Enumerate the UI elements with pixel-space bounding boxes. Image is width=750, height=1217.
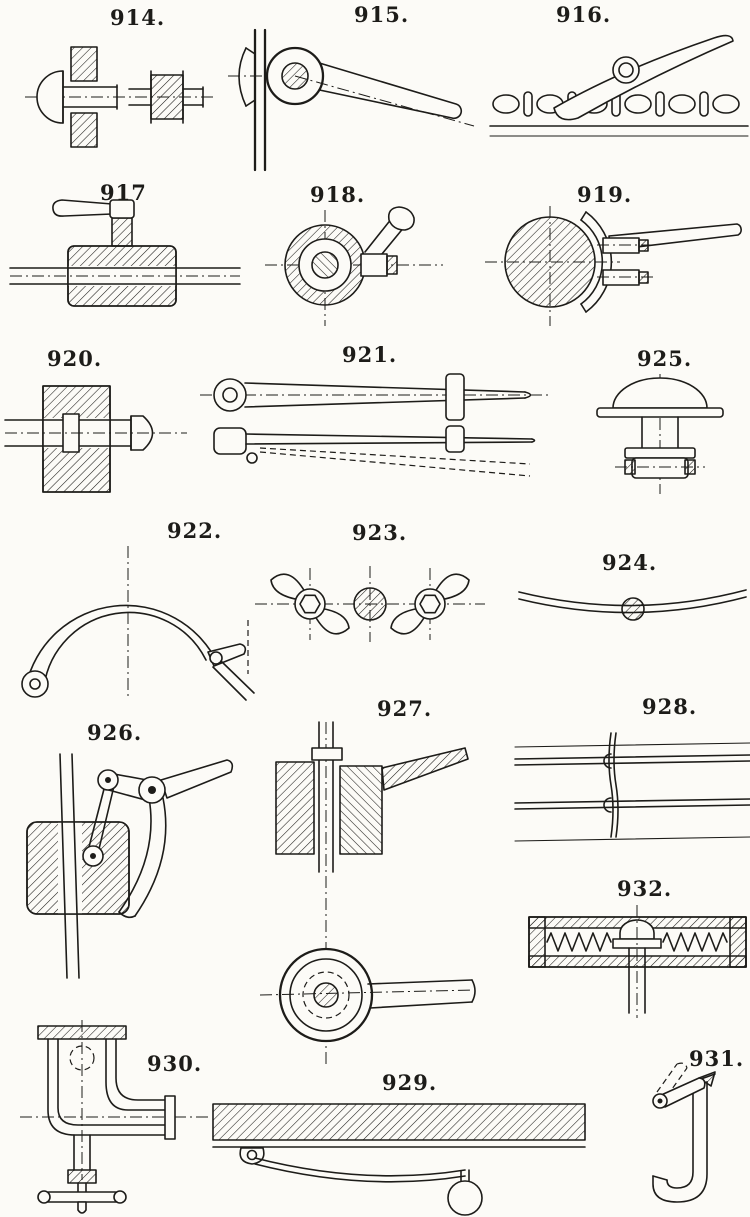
figure-917: 917 <box>9 180 241 312</box>
figure-920: 920. <box>4 346 193 496</box>
figure-927-label: 927. <box>377 696 433 721</box>
figure-930-label: 930. <box>147 1051 203 1076</box>
figure-914: 914. <box>25 5 217 167</box>
wing-nuts-end-view <box>255 566 485 642</box>
figure-924-drawing <box>518 589 747 621</box>
spring-plunger-bar <box>528 905 747 1018</box>
figure-916-label: 916. <box>556 2 612 27</box>
figure-924: 924. <box>515 550 750 638</box>
figure-914-drawing <box>25 46 213 148</box>
latched-hook <box>652 1062 716 1203</box>
hooked-tie-rod <box>514 732 750 842</box>
figure-919-label: 919. <box>577 182 633 207</box>
figure-921: 921. <box>200 342 552 492</box>
figure-915-drawing <box>228 28 475 172</box>
figure-930: 930. <box>20 1015 212 1217</box>
figure-929-drawing <box>212 1103 586 1216</box>
figure-918-label: 918. <box>310 182 366 207</box>
figure-926-drawing <box>26 753 234 979</box>
figure-925-label: 925. <box>637 346 693 371</box>
figure-923-label: 923. <box>352 520 408 545</box>
figure-920-label: 920. <box>47 346 103 371</box>
ball-on-wire <box>518 589 747 621</box>
figure-932-label: 932. <box>617 876 673 901</box>
figure-932-drawing <box>528 905 747 1018</box>
lever-with-hub <box>228 28 475 172</box>
figure-922-drawing <box>21 546 255 701</box>
figure-925: 925. <box>585 346 737 496</box>
figure-921-drawing <box>200 373 548 477</box>
figure-918: 918. <box>265 182 445 328</box>
figure-915-label: 915. <box>354 2 410 27</box>
split-hub-lever <box>265 206 443 326</box>
figure-922: 922. <box>10 518 262 702</box>
bail-handle-with-latch <box>21 546 255 701</box>
figure-916-drawing <box>489 34 749 137</box>
figure-915: 915. <box>228 0 480 172</box>
figure-928-drawing <box>514 732 750 842</box>
split-collar-clamp <box>485 206 742 326</box>
packing-gland-and-eye-lever <box>259 721 476 1068</box>
figure-919: 919. <box>485 182 750 328</box>
figure-927-drawing <box>259 721 476 1068</box>
figure-919-drawing <box>485 206 742 326</box>
figure-926-label: 926. <box>87 720 143 745</box>
figure-923: 923. <box>255 520 485 660</box>
figure-928: 928. <box>514 694 750 852</box>
chain-and-pawl <box>489 34 749 137</box>
pipe-elbow-clamp <box>20 1020 210 1214</box>
figure-929-label: 929. <box>382 1070 438 1095</box>
cup-head-fastener <box>596 374 724 494</box>
figure-928-label: 928. <box>642 694 698 719</box>
figure-923-drawing <box>255 566 485 642</box>
tapered-lever-two-views <box>200 373 548 477</box>
rod-through-block <box>4 385 187 493</box>
figure-921-label: 921. <box>342 342 398 367</box>
figure-926: 926. <box>15 720 237 980</box>
toggle-link-clamp <box>26 753 234 979</box>
figure-925-drawing <box>596 374 724 494</box>
figure-931-label: 931. <box>689 1046 745 1071</box>
figure-920-drawing <box>4 385 187 493</box>
figure-932: 932. <box>525 876 750 1018</box>
figure-914-label: 914. <box>110 5 166 30</box>
figure-929: 929. <box>205 1066 595 1217</box>
bolt-and-nut-section <box>25 46 213 148</box>
figure-924-label: 924. <box>602 550 658 575</box>
figure-916: 916. <box>489 2 749 160</box>
figure-931: 931. <box>625 1036 750 1217</box>
bar-with-ball-pull <box>212 1103 586 1216</box>
figure-918-drawing <box>265 206 443 326</box>
figure-931-drawing <box>652 1062 716 1203</box>
figure-927: 927. <box>259 696 476 1070</box>
figure-922-label: 922. <box>167 518 223 543</box>
figure-917-drawing <box>9 199 241 307</box>
figure-930-drawing <box>20 1020 210 1214</box>
screw-clamp-on-rod <box>9 199 241 307</box>
